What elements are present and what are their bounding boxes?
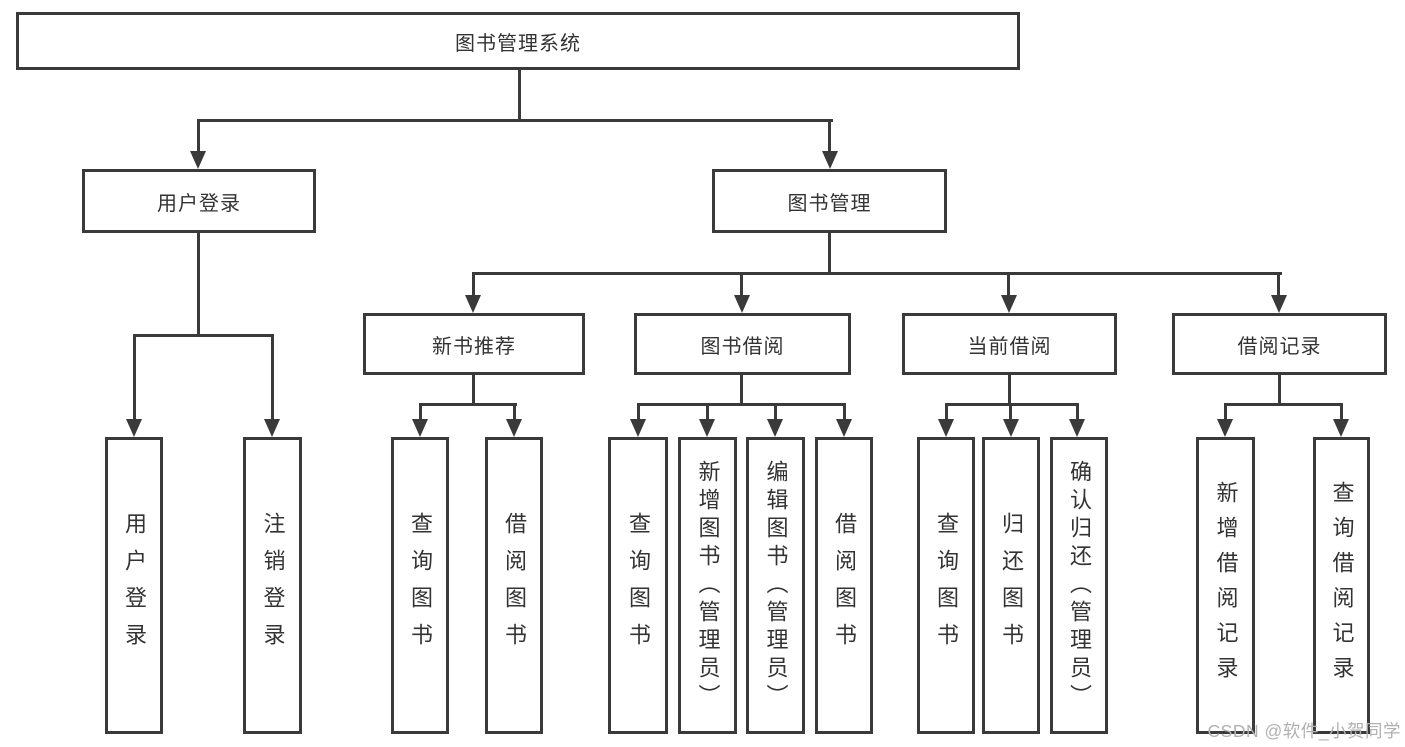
node-leaf-query-borrow-record-label: 查询借阅记录: [1329, 480, 1355, 691]
arrowhead-down-icon: [699, 419, 715, 437]
connector-line: [1076, 405, 1079, 421]
connector-line: [945, 403, 1079, 406]
node-user-login: 用户登录: [82, 169, 316, 233]
node-book-borrowing-label: 图书借阅: [700, 335, 785, 358]
arrowhead-down-icon: [767, 419, 783, 437]
node-root: 图书管理系统: [16, 12, 1020, 70]
connector-line: [828, 121, 831, 154]
connector-line: [1009, 405, 1012, 421]
connector-line: [637, 403, 846, 406]
node-leaf-query-books-borrowing: 查询图书: [608, 437, 668, 734]
node-new-book-recommend-label: 新书推荐: [432, 335, 516, 358]
node-leaf-add-borrow-record: 新增借阅记录: [1196, 437, 1255, 734]
connector-line: [197, 121, 200, 154]
arrowhead-down-icon: [1271, 295, 1287, 313]
arrowhead-down-icon: [1217, 419, 1233, 437]
connector-line: [945, 405, 948, 421]
connector-line: [637, 405, 640, 421]
arrowhead-down-icon: [412, 419, 428, 437]
connector-line: [518, 70, 521, 121]
node-leaf-add-borrow-record-label: 新增借阅记录: [1213, 480, 1239, 691]
node-book-borrowing: 图书借阅: [634, 313, 851, 375]
arrowhead-down-icon: [836, 419, 852, 437]
node-leaf-logout-label: 注销登录: [260, 511, 286, 660]
connector-line: [133, 334, 274, 337]
node-user-login-label: 用户登录: [157, 192, 241, 215]
node-new-book-recommend: 新书推荐: [363, 313, 585, 375]
connector-line: [472, 272, 1282, 275]
csdn-watermark: CSDN @软件_小贺同学: [1207, 721, 1401, 741]
arrowhead-down-icon: [506, 419, 522, 437]
node-leaf-query-books-borrowing-label: 查询图书: [626, 511, 651, 660]
connector-line: [1224, 403, 1343, 406]
node-book-management-label: 图书管理: [787, 192, 872, 215]
connector-line: [1340, 405, 1343, 421]
connector-line: [419, 403, 517, 406]
node-leaf-logout: 注销登录: [243, 437, 302, 734]
node-borrowing-records-label: 借阅记录: [1237, 335, 1322, 358]
node-leaf-edit-book-admin: 编辑图书（管理员）: [746, 437, 805, 734]
arrowhead-down-icon: [1001, 295, 1017, 313]
connector-line: [740, 274, 743, 297]
connector-line: [271, 336, 274, 421]
connector-line: [1007, 274, 1010, 297]
node-leaf-add-book-admin: 新增图书（管理员）: [678, 437, 737, 734]
arrowhead-down-icon: [190, 151, 206, 169]
node-leaf-add-book-admin-label: 新增图书（管理员）: [695, 459, 721, 712]
node-leaf-confirm-return-admin: 确认归还（管理员）: [1050, 437, 1108, 734]
connector-line: [472, 375, 475, 406]
arrowhead-down-icon: [1003, 419, 1019, 437]
node-root-label: 图书管理系统: [455, 32, 581, 55]
connector-line: [828, 233, 831, 274]
connector-line: [843, 405, 846, 421]
node-leaf-user-login: 用户登录: [105, 437, 163, 734]
connector-line: [133, 336, 136, 421]
node-leaf-query-books-recommend: 查询图书: [391, 437, 449, 734]
node-leaf-query-books-current: 查询图书: [917, 437, 975, 734]
connector-line: [419, 405, 422, 421]
connector-line: [774, 405, 777, 421]
arrowhead-down-icon: [126, 419, 142, 437]
connector-line: [197, 119, 833, 122]
connector-line: [1278, 375, 1281, 406]
node-leaf-return-book-label: 归还图书: [999, 511, 1024, 660]
node-leaf-borrow-books-recommend: 借阅图书: [485, 437, 543, 734]
connector-line: [1224, 405, 1227, 421]
connector-line: [197, 233, 200, 337]
arrowhead-down-icon: [822, 151, 838, 169]
node-current-borrowing-label: 当前借阅: [967, 335, 1052, 358]
arrowhead-down-icon: [264, 419, 280, 437]
arrowhead-down-icon: [630, 419, 646, 437]
arrowhead-down-icon: [465, 295, 481, 313]
connector-line: [513, 405, 516, 421]
connector-line: [1008, 375, 1011, 406]
connector-line: [1277, 274, 1280, 297]
arrowhead-down-icon: [734, 295, 750, 313]
connector-line: [472, 274, 475, 297]
node-borrowing-records: 借阅记录: [1172, 313, 1387, 375]
node-current-borrowing: 当前借阅: [902, 313, 1117, 375]
node-leaf-borrow-books-recommend-label: 借阅图书: [502, 511, 527, 660]
node-book-management: 图书管理: [712, 169, 947, 233]
node-leaf-query-books-current-label: 查询图书: [934, 511, 959, 660]
node-leaf-confirm-return-admin-label: 确认归还（管理员）: [1067, 459, 1092, 712]
node-leaf-edit-book-admin-label: 编辑图书（管理员）: [763, 459, 789, 712]
node-leaaf-borrow-books-borrowing-label: 借阅图书: [832, 511, 857, 660]
connector-line: [740, 375, 743, 406]
node-leaf-user-login-label: 用户登录: [122, 511, 147, 660]
connector-line: [706, 405, 709, 421]
arrowhead-down-icon: [1069, 419, 1085, 437]
arrowhead-down-icon: [938, 419, 954, 437]
node-leaf-return-book: 归还图书: [982, 437, 1040, 734]
arrowhead-down-icon: [1333, 419, 1349, 437]
node-leaf-query-borrow-record: 查询借阅记录: [1313, 437, 1370, 734]
node-leaf-borrow-books-borrowing: 借阅图书: [815, 437, 873, 734]
node-leaf-query-books-recommend-label: 查询图书: [408, 511, 433, 660]
